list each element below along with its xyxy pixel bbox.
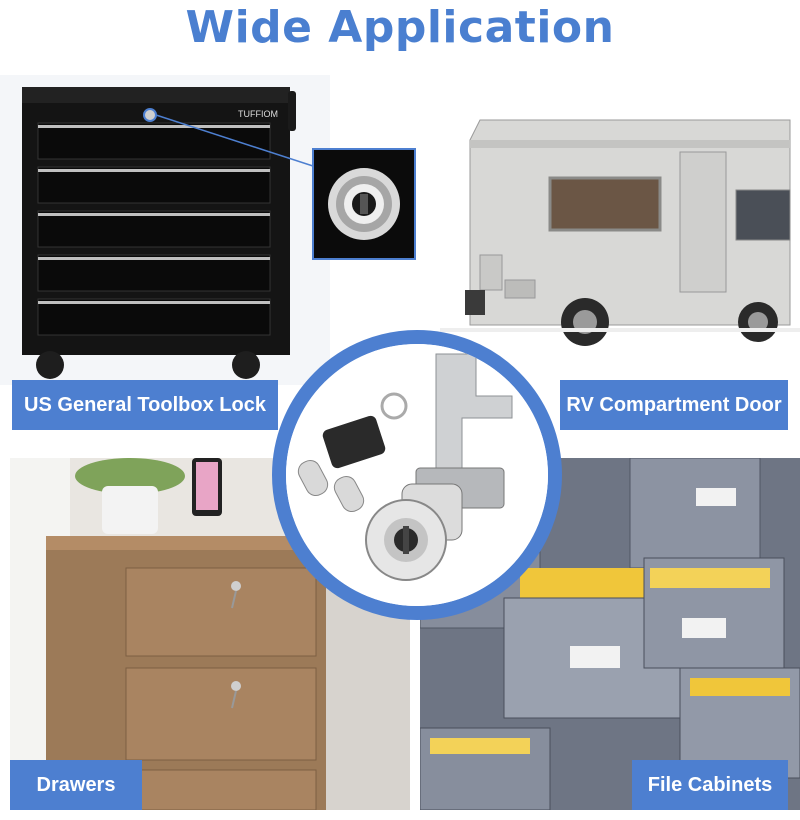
lock-zoom-inset [312, 148, 416, 260]
toolbox-photo: TUFFIOM [0, 75, 330, 385]
label-drawers: Drawers [10, 760, 142, 810]
page-title: Wide Application [185, 2, 615, 53]
toolbox-brand: TUFFIOM [238, 109, 278, 119]
cam-lock-product-image [272, 330, 562, 620]
label-toolbox-lock: US General Toolbox Lock [12, 380, 278, 430]
rv-photo [440, 100, 800, 360]
label-file-cabinets: File Cabinets [632, 760, 788, 810]
label-rv-compartment-door: RV Compartment Door [560, 380, 788, 430]
